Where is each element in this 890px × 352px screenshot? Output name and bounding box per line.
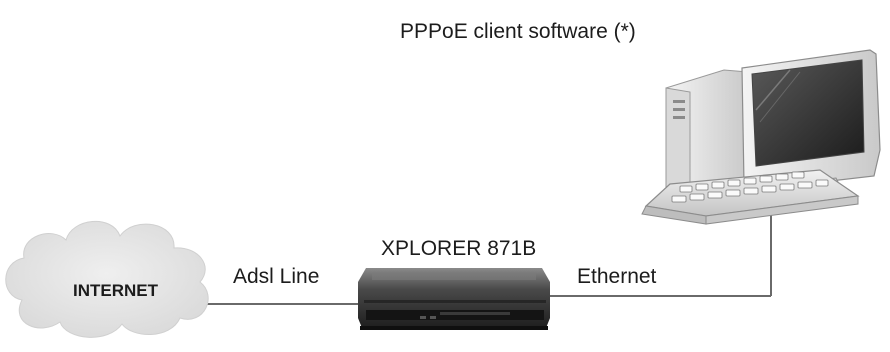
ethernet-label: Ethernet	[577, 265, 657, 288]
adsl-line-label: Adsl Line	[233, 265, 320, 288]
router-icon	[358, 268, 550, 330]
connection-lines	[205, 214, 772, 305]
internet-label: INTERNET	[73, 281, 158, 300]
desktop-computer-icon	[641, 49, 881, 225]
cloud-icon	[5, 221, 209, 338]
pc-software-label: PPPoE client software (*)	[400, 20, 636, 43]
router-name-label: XPLORER 871B	[381, 237, 537, 260]
